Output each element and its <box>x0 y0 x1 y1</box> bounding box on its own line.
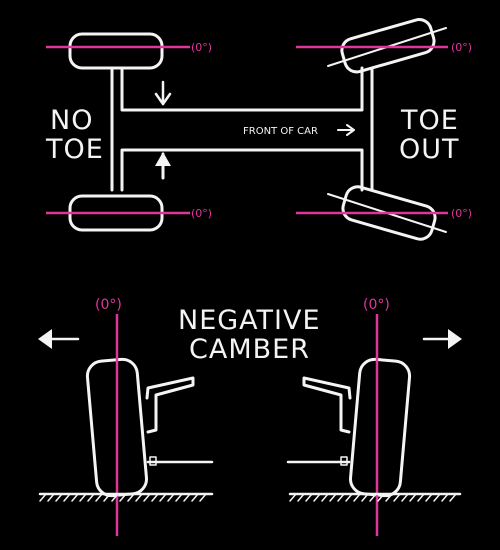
ground-hatch-mark <box>433 493 441 502</box>
arrow-left-icon <box>38 329 80 349</box>
ground-hatch-mark <box>175 493 183 502</box>
ground-hatch-mark <box>385 493 393 502</box>
arrow-down-icon <box>154 80 172 106</box>
ground-hatch-mark <box>63 493 71 502</box>
ground-hatch-mark <box>87 493 95 502</box>
zero-degree-label-fr: (0°) <box>451 41 472 54</box>
ground-hatch-mark <box>425 493 433 502</box>
no-toe-label-line1: NO <box>50 105 93 136</box>
ground-hatch-mark <box>71 493 79 502</box>
ground-hatch-mark <box>449 493 457 502</box>
ground-hatch-mark <box>353 493 361 502</box>
toe-out-label-line2: OUT <box>399 134 460 165</box>
negative-camber-label-line2: CAMBER <box>189 334 310 365</box>
ground-hatch-mark <box>401 493 409 502</box>
ground-hatch-mark <box>47 493 55 502</box>
zero-degree-label-left-camber: (0°) <box>95 297 122 313</box>
ground-hatch-mark <box>127 493 135 502</box>
ground-hatch-mark <box>313 493 321 502</box>
wheel-left-camber <box>85 357 214 498</box>
ground-hatch-mark <box>393 493 401 502</box>
ground-hatch-mark <box>321 493 329 502</box>
wheel-front-left <box>68 32 164 70</box>
ground-hatch-mark <box>39 493 47 502</box>
zero-degree-label-rl: (0°) <box>191 207 212 220</box>
zero-degree-label-right-camber: (0°) <box>363 297 390 313</box>
ground-hatch-mark <box>55 493 63 502</box>
ground-hatch-mark <box>135 493 143 502</box>
arrow-up-icon <box>155 152 171 180</box>
front-of-car-label: FRONT OF CAR <box>243 126 318 137</box>
ground-hatch-mark <box>143 493 151 502</box>
ground-hatch-mark <box>167 493 175 502</box>
ground-hatch-mark <box>345 493 353 502</box>
wheel-right-camber <box>286 357 412 498</box>
ground-hatch-mark <box>183 493 191 502</box>
ground-hatch-mark <box>289 493 297 502</box>
no-toe-label-line2: TOE <box>45 134 104 165</box>
ground-hatch-mark <box>361 493 369 502</box>
ground-hatch-mark <box>377 493 385 502</box>
chassis-frame <box>110 66 374 192</box>
ground-hatch-mark <box>95 493 103 502</box>
ground-hatch-mark <box>417 493 425 502</box>
toe-out-label-line1: TOE <box>400 105 459 136</box>
ground-hatch-mark <box>191 493 199 502</box>
ground-right <box>288 492 462 502</box>
zero-degree-label-rr: (0°) <box>451 207 472 220</box>
ground-hatch-mark <box>329 493 337 502</box>
ground-hatch-mark <box>79 493 87 502</box>
arrow-right-icon <box>337 124 355 136</box>
ground-hatch-mark <box>199 493 207 502</box>
ground-hatch-mark <box>297 493 305 502</box>
ground-hatch-mark <box>369 493 377 502</box>
ground-hatch-mark <box>103 493 111 502</box>
ground-hatch-mark <box>151 493 159 502</box>
ground-hatch-mark <box>409 493 417 502</box>
ground-hatch-mark <box>337 493 345 502</box>
ground-hatch-mark <box>119 493 127 502</box>
reference-lines-top <box>46 45 448 215</box>
ground-hatch-mark <box>441 493 449 502</box>
arrow-right-icon <box>422 329 462 349</box>
ground-left <box>38 492 214 502</box>
ground-hatch-mark <box>305 493 313 502</box>
ground-hatch-mark <box>111 493 119 502</box>
ground-hatch-mark <box>159 493 167 502</box>
reference-lines-camber <box>115 314 379 536</box>
zero-degree-label-fl: (0°) <box>191 41 212 54</box>
negative-camber-label-line1: NEGATIVE <box>178 305 321 336</box>
